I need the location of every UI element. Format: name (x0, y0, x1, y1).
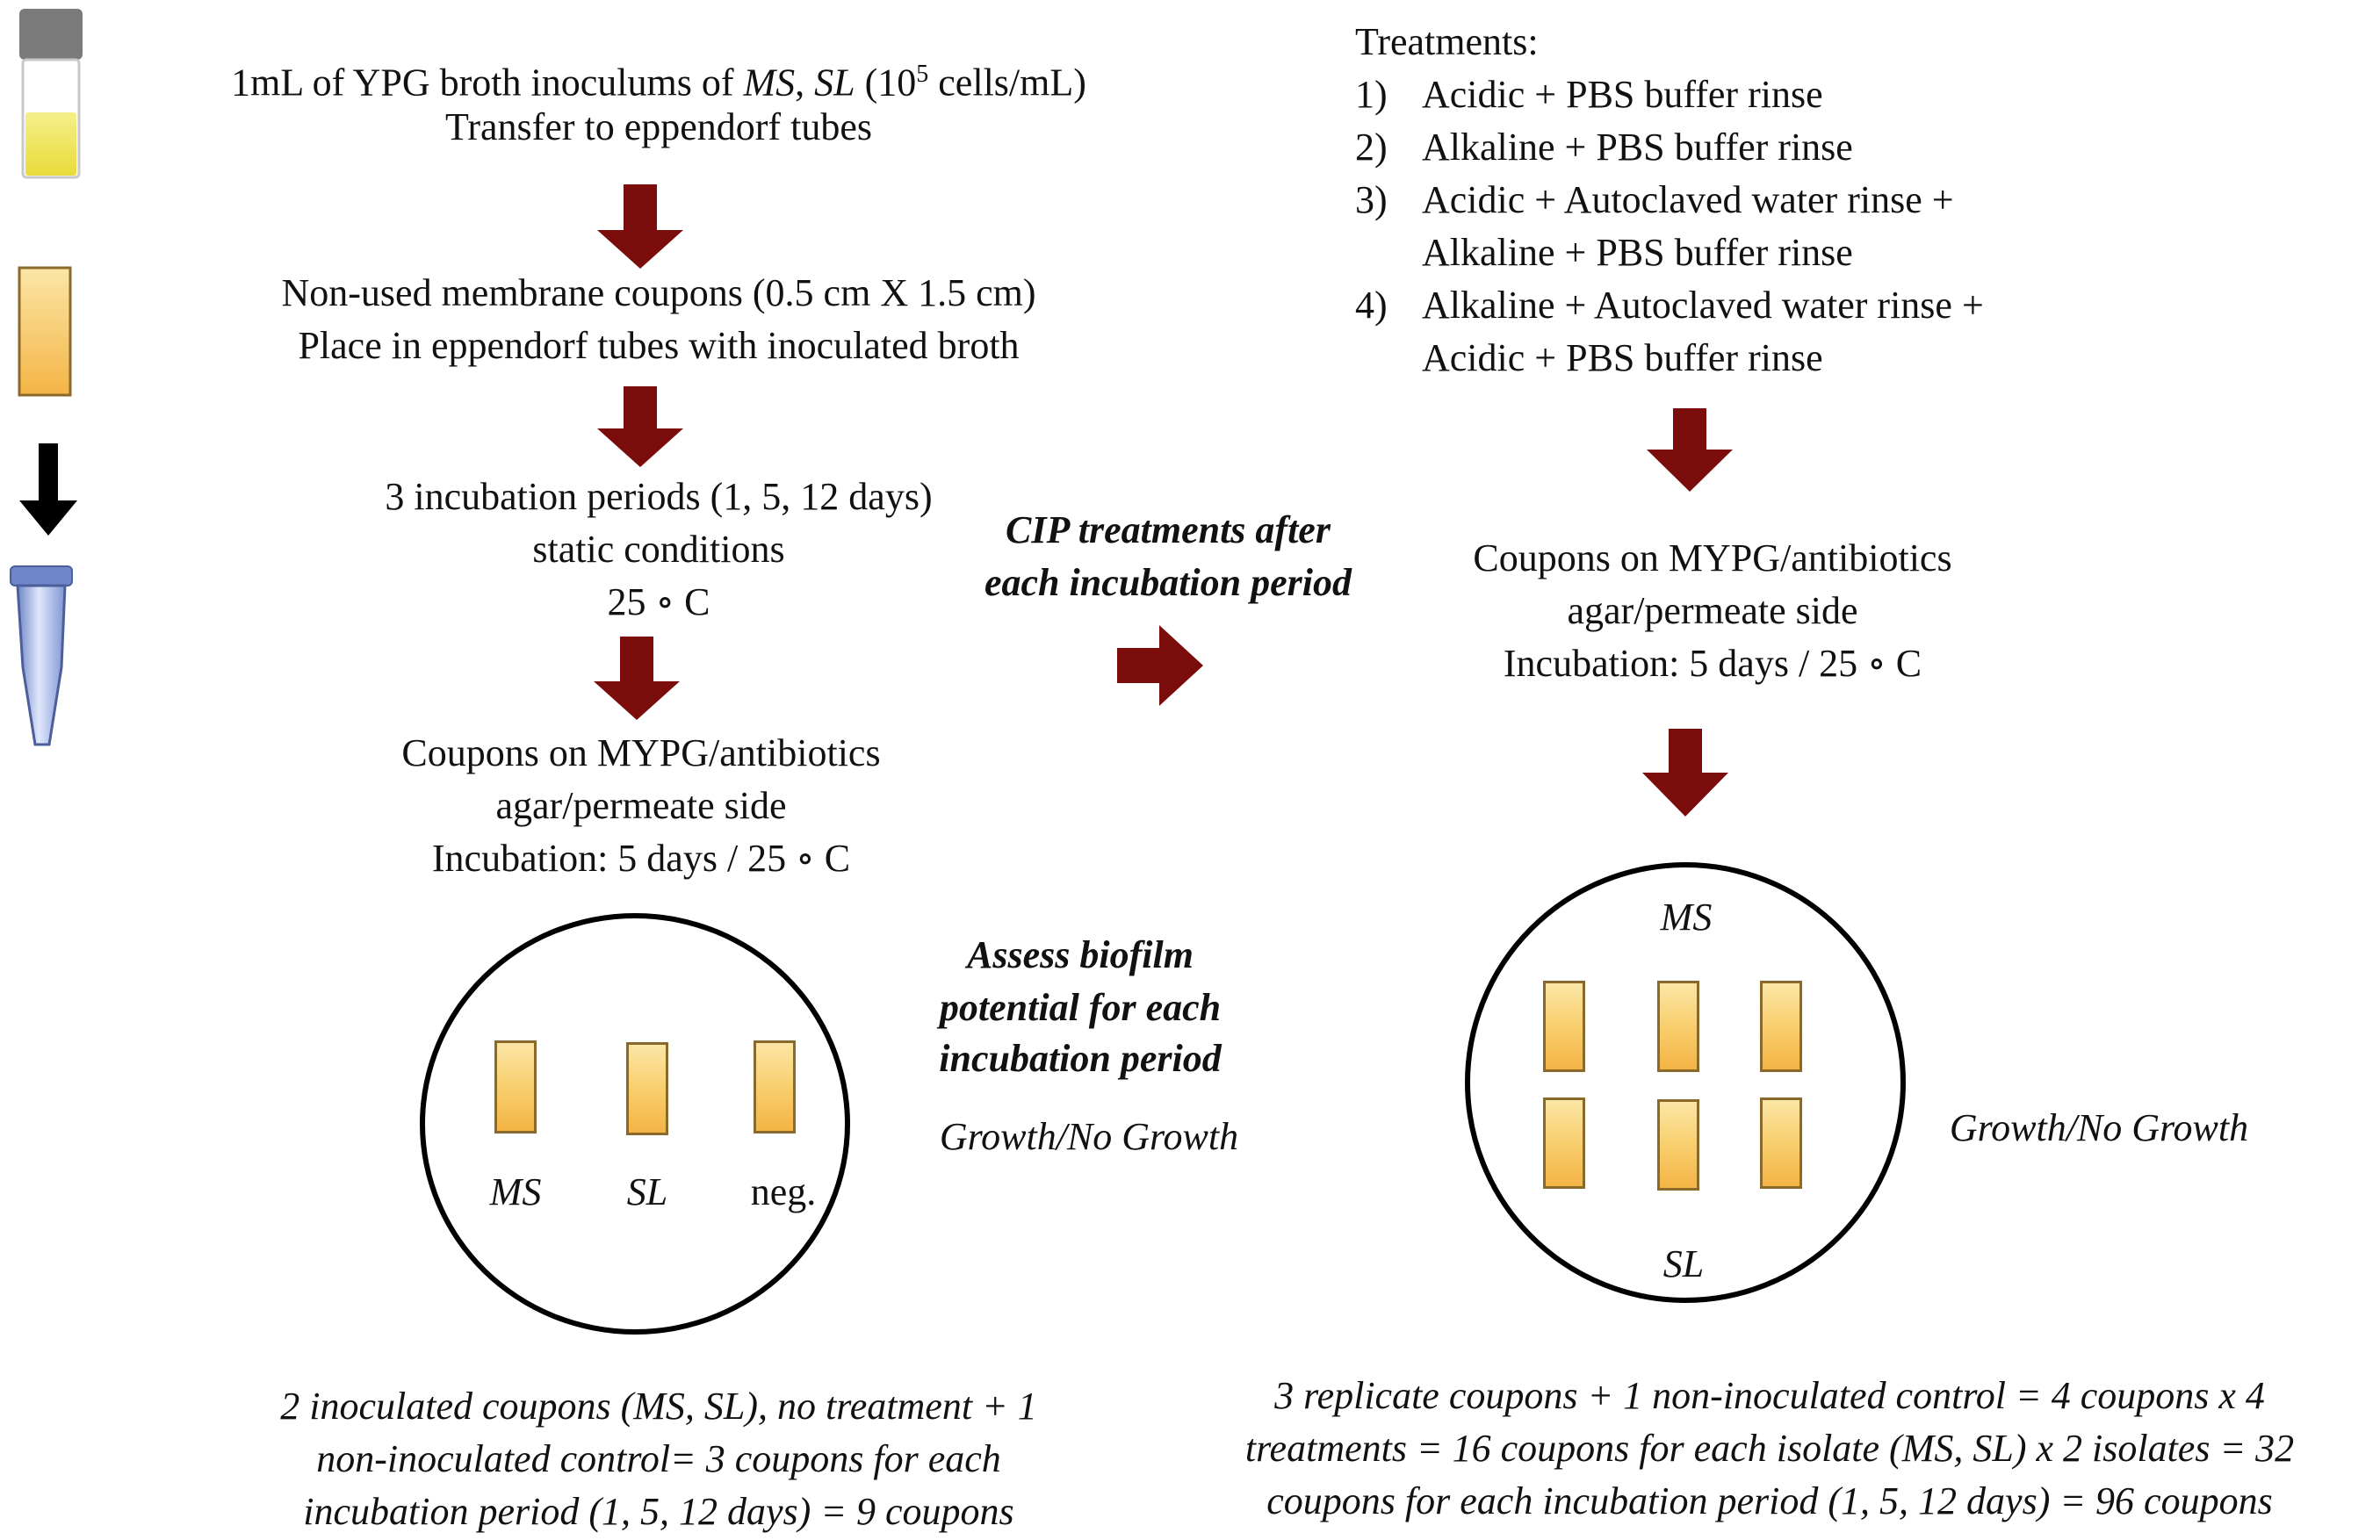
right-summary-line2: treatments = 16 coupons for each isolate… (1244, 1427, 2295, 1470)
right-summary-line3: coupons for each incubation period (1, 5… (1266, 1479, 2273, 1522)
arrow-down-2 (597, 386, 683, 467)
label-neg: neg. (750, 1170, 817, 1213)
right-label-sl: SL (1662, 1242, 1705, 1285)
coupon-ms (494, 1040, 537, 1133)
arrow-down-3 (594, 637, 680, 720)
step1-conc-open: (10 (855, 61, 917, 104)
eppendorf-tube-icon (10, 565, 73, 746)
left-summary-line3: incubation period (1, 5, 12 days) = 9 co… (303, 1490, 1014, 1533)
down-arrow-icon (19, 443, 77, 536)
arrow-down-5 (1642, 729, 1728, 817)
treatment-1-num: 1) (1355, 73, 1388, 116)
step1-conc-exponent: 5 (916, 61, 929, 88)
treatment-2-num: 2) (1355, 126, 1388, 169)
coupon-ms-3 (1760, 981, 1802, 1072)
label-sl: SL (626, 1170, 668, 1213)
assess-result: Growth/No Growth (939, 1115, 1239, 1158)
right-step-line3: Incubation: 5 days / 25 ∘ C (1503, 642, 1922, 685)
step2-line2: Place in eppendorf tubes with inoculated… (298, 324, 1020, 367)
cip-line1: CIP treatments after (1006, 508, 1331, 551)
treatment-3-num: 3) (1355, 178, 1388, 221)
coupon-ms-2 (1657, 981, 1699, 1072)
coupon-sl (626, 1042, 668, 1135)
right-petri-dish (1465, 862, 1906, 1303)
step3-line3: 25 ∘ C (607, 580, 710, 623)
treatment-3: 3) Acidic + Autoclaved water rinse + (1355, 174, 1954, 227)
broth-vial-icon (19, 9, 83, 179)
step4-line1: Coupons on MYPG/antibiotics (401, 731, 881, 774)
assess-line1: Assess biofilm (967, 933, 1194, 976)
treatment-4-cont: Acidic + PBS buffer rinse (1422, 336, 1823, 379)
step3-line1: 3 incubation periods (1, 5, 12 days) (385, 475, 933, 518)
step1-sep: , (795, 61, 815, 104)
step1-conc-close: cells/mL) (928, 61, 1086, 104)
assess-line3: incubation period (939, 1037, 1222, 1080)
arrow-right-cip (1117, 625, 1203, 706)
coupon-sl-1 (1543, 1097, 1585, 1189)
treatment-1: 1) Acidic + PBS buffer rinse (1355, 68, 1823, 121)
treatments-heading: Treatments: (1355, 20, 1539, 63)
coupon-neg (754, 1040, 796, 1133)
coupon-icon (18, 266, 72, 397)
treatment-2: 2) Alkaline + PBS buffer rinse (1355, 121, 1853, 174)
right-result: Growth/No Growth (1949, 1106, 2249, 1149)
assess-line2: potential for each (939, 986, 1222, 1029)
step2-line1: Non-used membrane coupons (0.5 cm X 1.5 … (281, 271, 1036, 314)
treatment-4: 4) Alkaline + Autoclaved water rinse + (1355, 279, 1984, 332)
coupon-ms-1 (1543, 981, 1585, 1072)
treatment-4-text: Alkaline + Autoclaved water rinse + (1422, 284, 1984, 327)
label-ms: MS (489, 1170, 542, 1213)
step1-ms: MS (743, 61, 796, 104)
step4-line3: Incubation: 5 days / 25 ∘ C (431, 837, 851, 880)
step1-line1: 1mL of YPG broth inoculums of MS, SL (10… (176, 48, 1142, 110)
step4-line2: agar/permeate side (495, 784, 787, 827)
step1-text: 1mL of YPG broth inoculums of (231, 61, 744, 104)
step1-line2: Transfer to eppendorf tubes (445, 105, 872, 148)
left-summary-line1: 2 inoculated coupons (MS, SL), no treatm… (280, 1385, 1037, 1428)
right-step-line1: Coupons on MYPG/antibiotics (1473, 536, 1952, 579)
coupon-sl-3 (1760, 1097, 1802, 1189)
treatment-3-text: Acidic + Autoclaved water rinse + (1422, 178, 1954, 221)
treatment-1-text: Acidic + PBS buffer rinse (1422, 73, 1823, 116)
right-step-line2: agar/permeate side (1567, 589, 1858, 632)
step3-line2: static conditions (532, 528, 785, 571)
right-summary-line1: 3 replicate coupons + 1 non-inoculated c… (1274, 1374, 2265, 1417)
arrow-down-4 (1647, 408, 1733, 492)
treatment-4-num: 4) (1355, 284, 1388, 327)
arrow-down-1 (597, 184, 683, 269)
treatment-3-cont: Alkaline + PBS buffer rinse (1422, 231, 1853, 274)
treatment-2-text: Alkaline + PBS buffer rinse (1422, 126, 1853, 169)
right-label-ms: MS (1660, 896, 1713, 939)
step1-sl: SL (814, 61, 855, 104)
coupon-sl-2 (1657, 1099, 1699, 1191)
left-summary-line2: non-inoculated control= 3 coupons for ea… (316, 1437, 1001, 1480)
cip-line2: each incubation period (984, 561, 1352, 604)
